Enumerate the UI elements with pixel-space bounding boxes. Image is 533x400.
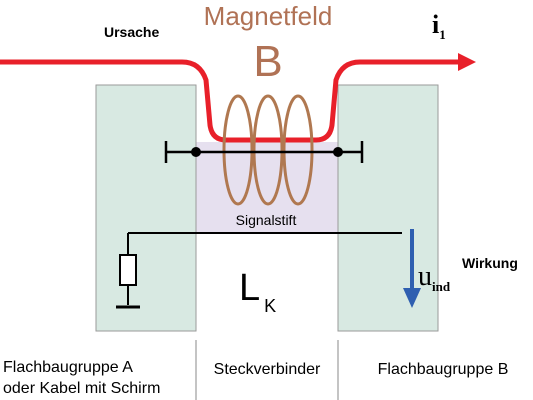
field-symbol: B (253, 37, 282, 86)
magnetic-field-coil (222, 94, 314, 206)
current-path (0, 59, 462, 143)
current-arrowhead (458, 53, 476, 71)
signal-pin-label: Signalstift (236, 212, 297, 228)
resistor (119, 254, 137, 286)
signal-pin-left-node (191, 147, 201, 157)
induced-voltage-label: uind (418, 261, 451, 294)
current-label: i1 (432, 10, 446, 42)
board-a-panel (95, 84, 197, 332)
connector-region (196, 142, 338, 234)
board-b-panel (337, 84, 439, 332)
board-b-label: Flachbaugruppe B (378, 361, 509, 378)
effect-label: Wirkung (462, 255, 518, 271)
signal-pin-right-node (333, 147, 343, 157)
field-title: Magnetfeld (204, 1, 333, 31)
induced-voltage-arrowhead (403, 288, 421, 308)
board-a-label-line1: Flachbaugruppe A (3, 359, 133, 376)
board-a-label-line2: oder Kabel mit Schirm (3, 380, 160, 397)
connector-label: Steckverbinder (214, 361, 321, 378)
cause-label: Ursache (104, 24, 159, 40)
